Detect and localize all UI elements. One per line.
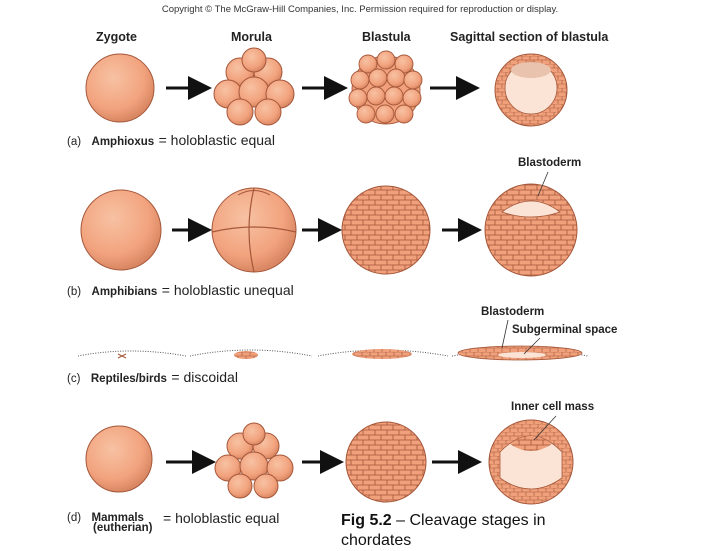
column-header-sagittal-section: Sagittal section of blastula <box>450 30 609 44</box>
mammal-blastula <box>345 421 427 503</box>
row-c-type: = discoidal <box>171 369 238 385</box>
row-a-letter: (a) <box>67 136 82 148</box>
leader-inner-cell-mass <box>533 415 557 441</box>
amphioxus-zygote <box>85 53 155 123</box>
mammal-zygote <box>85 425 153 493</box>
column-header-zygote: Zygote <box>96 30 137 44</box>
amphioxus-sagittal-section <box>494 53 568 127</box>
row-d-images <box>85 419 574 505</box>
amphioxus-blastula <box>348 50 423 125</box>
row-b-images <box>80 183 578 277</box>
callout-subgerminal-space: Subgerminal space <box>512 324 618 336</box>
row-c-letter: (c) <box>67 373 81 385</box>
callout-blastoderm-b: Blastoderm <box>518 157 582 169</box>
row-b-type: = holoblastic unequal <box>161 282 294 298</box>
figure-caption: Fig 5.2 – Cleavage stages in chordates <box>341 511 601 551</box>
leader-blastoderm-c <box>501 319 509 349</box>
row-d-label: (d) Mammals <box>67 508 144 526</box>
row-c-images <box>77 345 589 361</box>
row-a-name: Amphioxus <box>91 136 155 148</box>
row-b-name: Amphibians <box>91 286 158 298</box>
row-d-type: = holoblastic equal <box>163 510 280 526</box>
callout-leaders <box>501 171 557 441</box>
mammal-sagittal-section <box>488 419 574 505</box>
column-header-morula: Morula <box>231 30 272 44</box>
amphibian-zygote <box>80 189 162 271</box>
amphioxus-morula <box>213 47 295 126</box>
leader-blastoderm-b <box>537 171 549 197</box>
column-header-blastula: Blastula <box>362 30 411 44</box>
amphibian-morula <box>211 187 297 273</box>
reptile-blastula <box>317 349 449 357</box>
reptile-zygote <box>77 350 187 357</box>
reptile-sagittal-section <box>451 345 589 361</box>
copyright-notice: Copyright © The McGraw-Hill Companies, I… <box>161 4 559 15</box>
amphibian-blastula <box>341 185 431 275</box>
callout-blastoderm-c: Blastoderm <box>481 306 545 318</box>
reptile-morula <box>189 349 313 357</box>
stage-arrows <box>166 76 482 474</box>
row-b-letter: (b) <box>67 286 82 298</box>
row-d-name: Mammals <box>91 512 144 524</box>
mammal-morula <box>214 422 294 499</box>
row-a-images <box>85 47 568 127</box>
row-c-name: Reptiles/birds <box>90 373 167 385</box>
row-c-label: (c) Reptiles/birds = discoidal <box>67 369 238 387</box>
row-d-letter: (d) <box>67 512 82 524</box>
row-b-label: (b) Amphibians = holoblastic unequal <box>67 282 294 300</box>
callout-inner-cell-mass: Inner cell mass <box>511 401 595 413</box>
row-a-label: (a) Amphioxus = holoblastic equal <box>67 132 275 150</box>
row-a-type: = holoblastic equal <box>158 132 275 148</box>
amphibian-sagittal-section <box>484 183 578 277</box>
row-d-name-line2: (eutherian) <box>93 522 153 534</box>
figure-caption-label: Fig 5.2 <box>341 512 392 529</box>
leader-subgerminal <box>523 337 541 355</box>
